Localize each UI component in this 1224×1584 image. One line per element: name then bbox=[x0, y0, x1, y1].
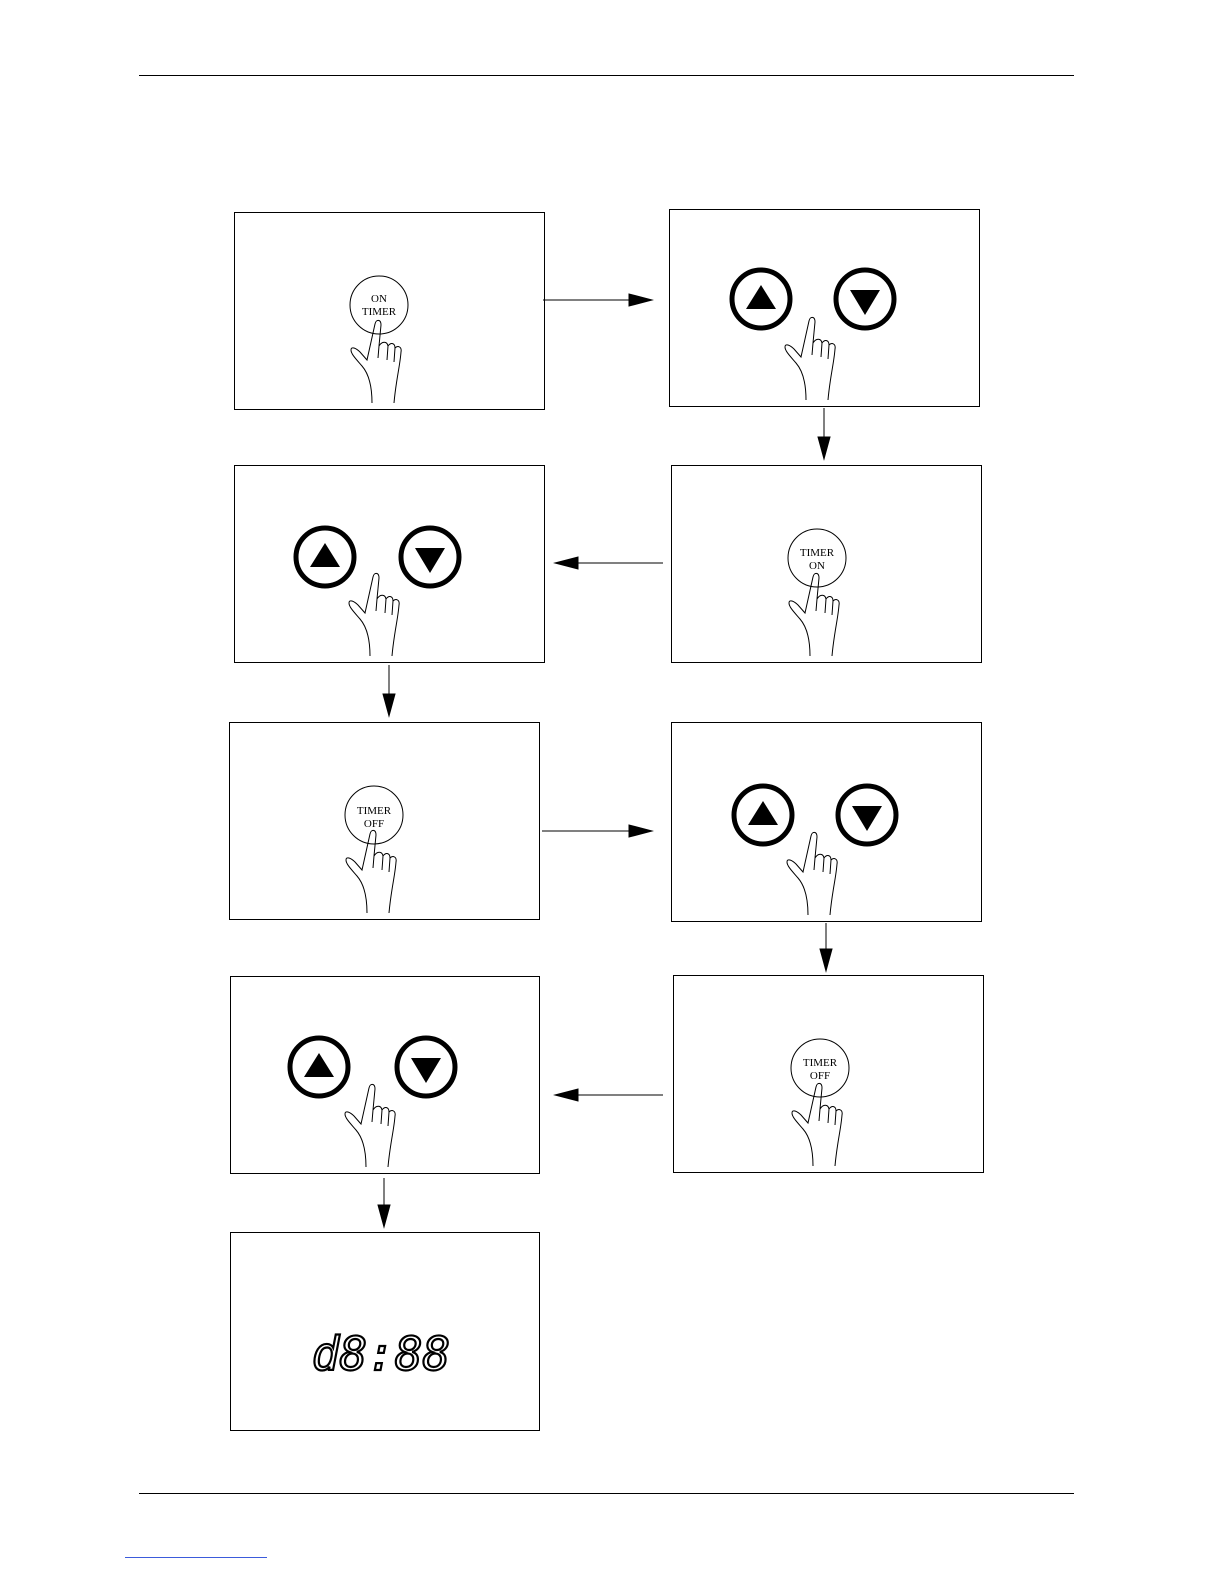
up-arrow-button bbox=[734, 786, 792, 844]
updown-illustration bbox=[231, 977, 541, 1175]
pointing-hand-icon bbox=[351, 320, 401, 403]
button-label-top: ON bbox=[371, 293, 387, 305]
panel-step-5: TIMER OFF bbox=[229, 722, 540, 920]
lcd-display: d8:88 bbox=[231, 1233, 541, 1432]
display-readout: d8:88 bbox=[312, 1327, 450, 1381]
down-triangle-icon bbox=[415, 548, 445, 573]
button-label-bottom: TIMER bbox=[362, 306, 397, 318]
timer-button-circle bbox=[350, 276, 408, 334]
down-triangle-icon bbox=[852, 806, 882, 831]
pointing-hand-icon bbox=[785, 317, 835, 400]
up-arrow-button bbox=[296, 528, 354, 586]
up-arrow-button bbox=[290, 1038, 348, 1096]
arrow-step5-to-step6 bbox=[542, 825, 652, 837]
panel-step-3: TIMER ON bbox=[671, 465, 982, 663]
pointing-hand-icon bbox=[792, 1083, 842, 1166]
button-label-top: TIMER bbox=[800, 547, 835, 559]
panel-step-2 bbox=[669, 209, 980, 407]
pointing-hand-icon bbox=[787, 832, 837, 915]
panel-step-7: TIMER OFF bbox=[673, 975, 984, 1173]
arrow-step2-to-step3 bbox=[818, 408, 830, 459]
footer-rule bbox=[139, 1493, 1074, 1494]
updown-illustration bbox=[235, 466, 546, 664]
panel-step-9: d8:88 bbox=[230, 1232, 540, 1431]
header-rule bbox=[139, 75, 1074, 76]
updown-illustration bbox=[672, 723, 983, 923]
button-label-bottom: ON bbox=[809, 560, 825, 572]
footer-link-underline bbox=[125, 1557, 267, 1558]
down-arrow-button bbox=[838, 786, 896, 844]
down-arrow-button bbox=[836, 270, 894, 328]
down-arrow-button bbox=[397, 1038, 455, 1096]
up-arrow-button bbox=[732, 270, 790, 328]
down-triangle-icon bbox=[850, 290, 880, 315]
pointing-hand-icon bbox=[346, 830, 396, 913]
button-label-top: TIMER bbox=[803, 1057, 838, 1069]
pointing-hand-icon bbox=[349, 573, 399, 656]
panel-step-6 bbox=[671, 722, 982, 922]
arrow-step6-to-step7 bbox=[820, 923, 832, 971]
down-triangle-icon bbox=[411, 1058, 441, 1083]
panel-step-8 bbox=[230, 976, 540, 1174]
up-triangle-icon bbox=[746, 285, 776, 309]
press-button-illustration: TIMER ON bbox=[672, 466, 983, 664]
panel-step-4 bbox=[234, 465, 545, 663]
up-triangle-icon bbox=[748, 801, 778, 825]
arrow-step7-to-step8 bbox=[555, 1089, 663, 1101]
updown-illustration bbox=[670, 210, 981, 408]
arrow-step1-to-step2 bbox=[543, 294, 652, 306]
down-arrow-button bbox=[401, 528, 459, 586]
panel-step-1: ON TIMER bbox=[234, 212, 545, 410]
press-button-illustration: ON TIMER bbox=[235, 213, 546, 411]
pointing-hand-icon bbox=[789, 573, 839, 656]
button-label-top: TIMER bbox=[357, 805, 392, 817]
arrow-step8-to-step9 bbox=[378, 1178, 390, 1227]
button-label-bottom: OFF bbox=[364, 818, 384, 830]
arrow-step4-to-step5 bbox=[383, 665, 395, 716]
press-button-illustration: TIMER OFF bbox=[674, 976, 985, 1174]
up-triangle-icon bbox=[310, 543, 340, 567]
up-triangle-icon bbox=[304, 1053, 334, 1077]
press-button-illustration: TIMER OFF bbox=[230, 723, 541, 921]
pointing-hand-icon bbox=[345, 1084, 395, 1167]
button-label-bottom: OFF bbox=[810, 1070, 830, 1082]
arrow-step3-to-step4 bbox=[555, 557, 663, 569]
